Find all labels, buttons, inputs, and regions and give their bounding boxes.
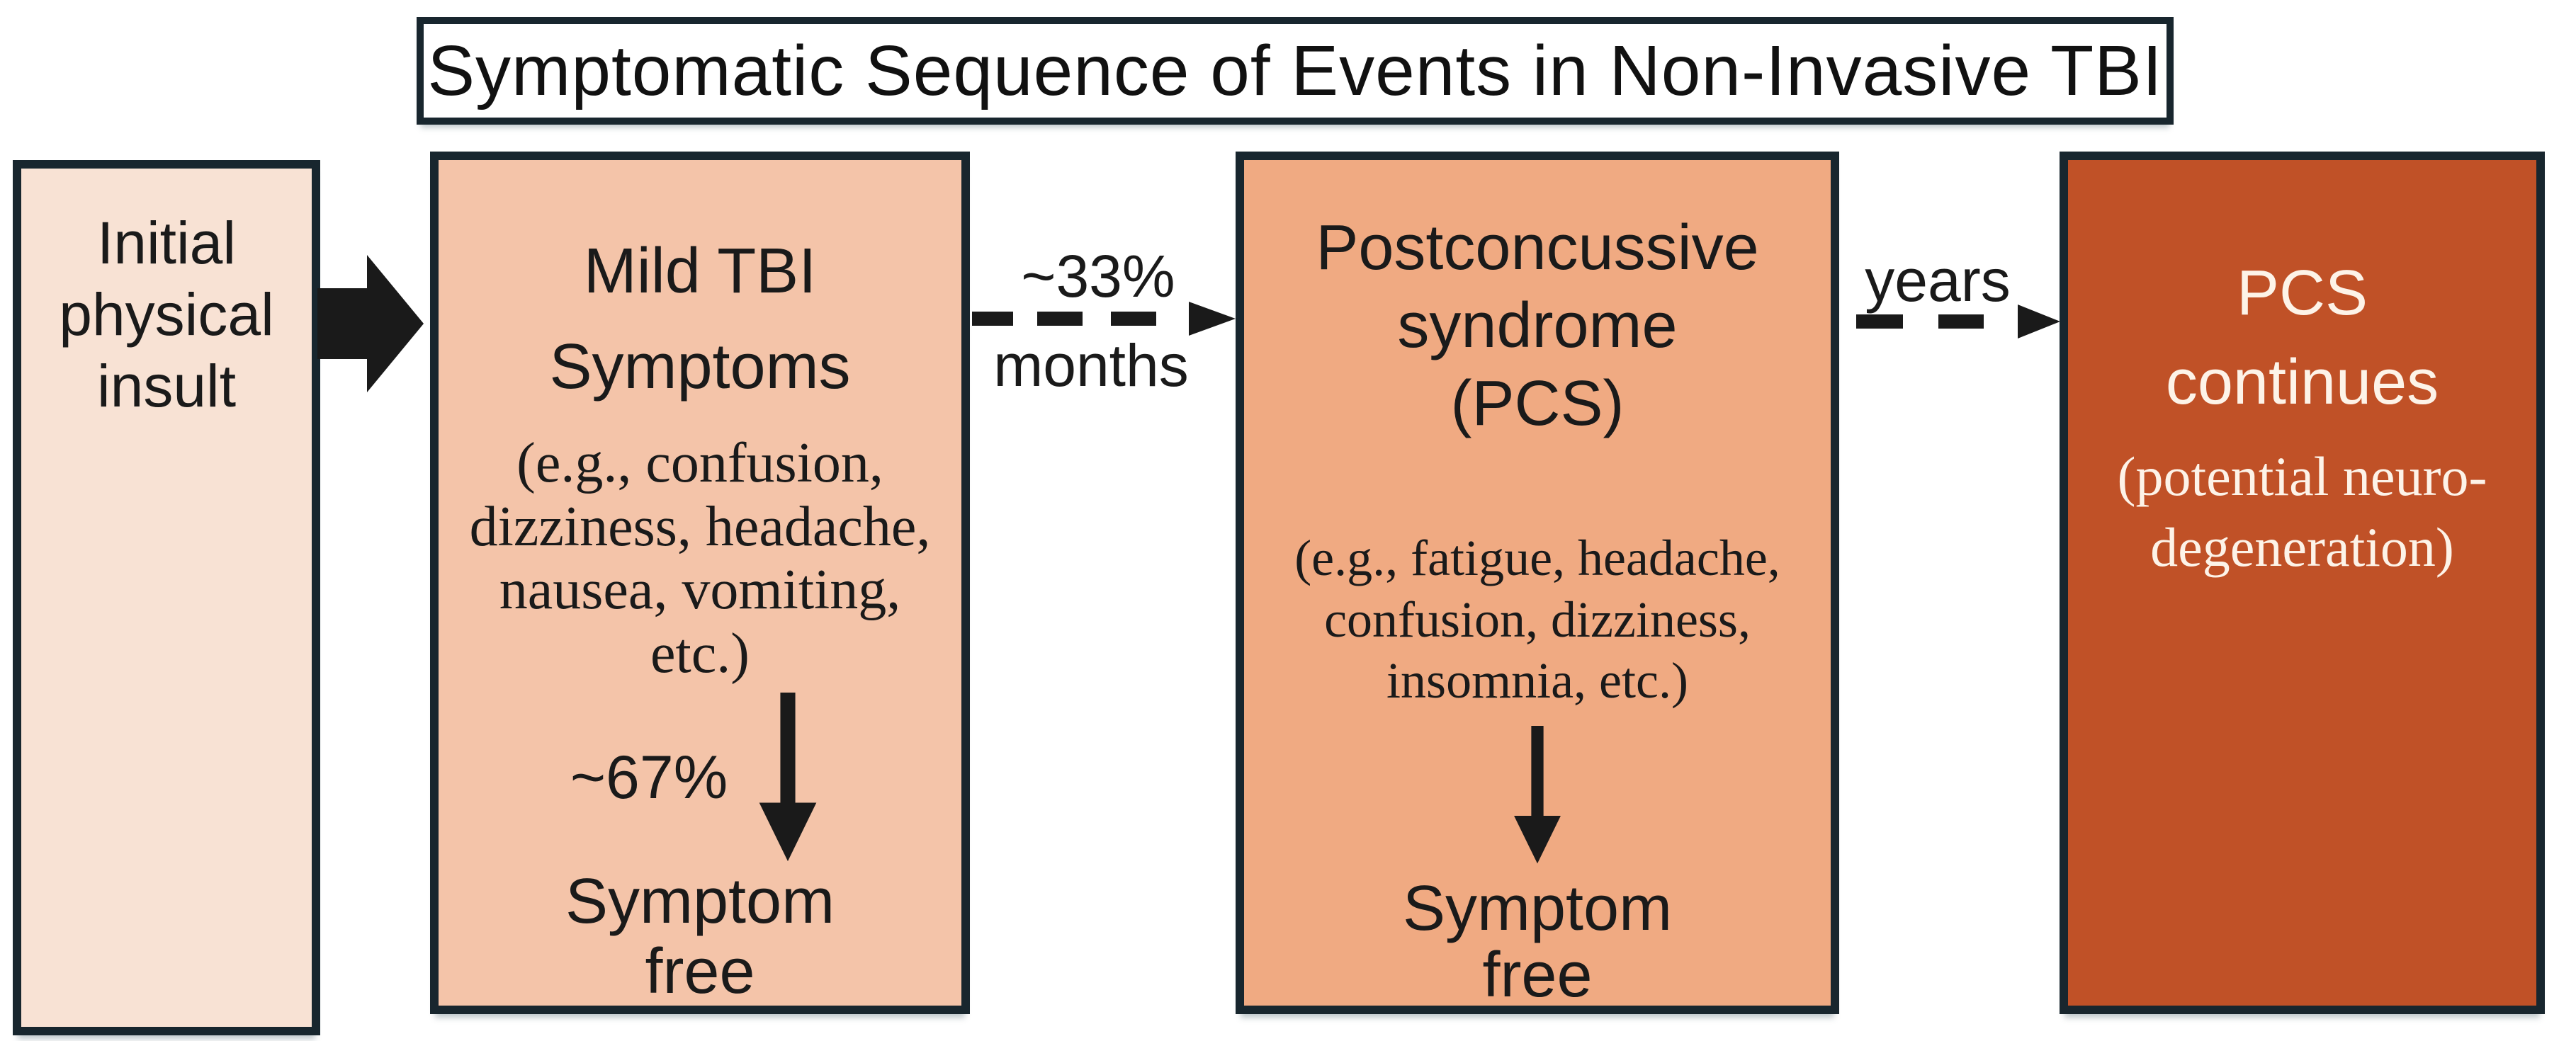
pcs-outcome: Symptom free [1402, 872, 1673, 1011]
pcs-recovery-branch [1503, 725, 1571, 868]
mild-tbi-recovery-branch: ~67% [570, 693, 830, 863]
pcs-heading: Postconcussive syndrome (PCS) [1316, 212, 1759, 439]
stage-box-initial-insult: Initial physical insult [13, 160, 320, 1035]
mild-tbi-heading: Mild TBI Symptoms [549, 236, 851, 402]
down-arrow-icon [759, 693, 817, 862]
pcs-continues-subtext: (potential neuro- degeneration) [2117, 445, 2487, 578]
mild-tbi-examples: (e.g., confusion, dizziness, headache, n… [469, 432, 931, 685]
initial-insult-label: Initial physical insult [59, 210, 274, 419]
stage-box-pcs-continues: PCS continues (potential neuro- degenera… [2060, 152, 2545, 1014]
stage-box-mild-tbi: Mild TBI Symptoms (e.g., confusion, dizz… [430, 152, 970, 1014]
diagram-title-box: Symptomatic Sequence of Events in Non-In… [417, 17, 2174, 125]
label-67-percent: ~67% [570, 743, 728, 812]
mild-tbi-outcome: Symptom free [565, 866, 835, 1008]
label-months: months [993, 332, 1189, 399]
pcs-continues-heading: PCS continues [2165, 258, 2439, 418]
label-years: years [1865, 247, 2011, 314]
pcs-examples: (e.g., fatigue, headache, confusion, diz… [1294, 530, 1780, 710]
block-arrow-right-icon [317, 255, 424, 392]
label-33-percent: ~33% [1021, 243, 1175, 309]
diagram-title: Symptomatic Sequence of Events in Non-In… [427, 30, 2163, 110]
dashed-arrow-right-icon [1856, 305, 2060, 339]
stage-box-pcs: Postconcussive syndrome (PCS) (e.g., fat… [1236, 152, 1839, 1014]
dashed-arrow-right-icon [972, 302, 1236, 336]
down-arrow-icon [1514, 725, 1561, 863]
